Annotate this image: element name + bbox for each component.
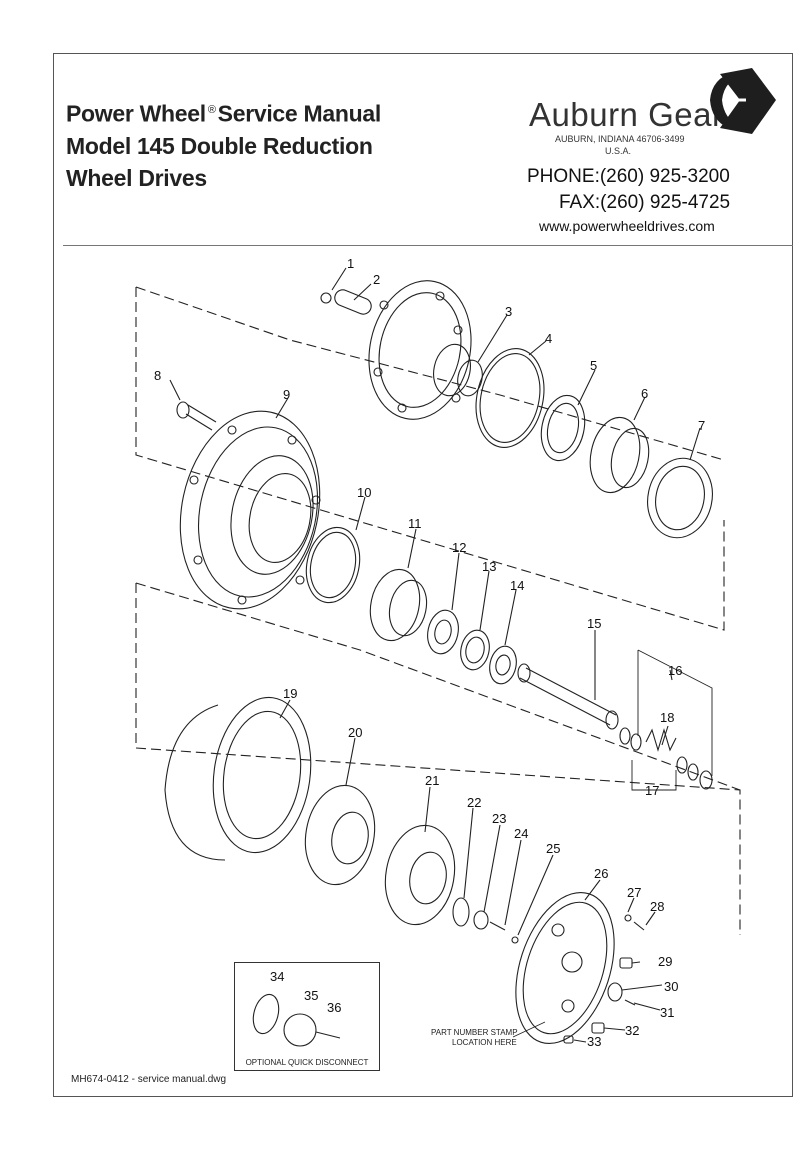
part-3-spindle-flange <box>368 280 472 420</box>
assembly-line-upper <box>135 287 725 631</box>
header-divider <box>63 245 793 246</box>
part-number-33: 33 <box>587 1034 601 1049</box>
part-25-ring <box>511 936 519 944</box>
part-28-bolt <box>633 921 645 931</box>
brand-country: U.S.A. <box>605 146 632 156</box>
part-34-cap <box>252 993 280 1035</box>
part-number-27: 27 <box>627 885 641 900</box>
part-number-34: 34 <box>270 969 284 984</box>
part-number-15: 15 <box>587 616 601 631</box>
part-24-pin <box>489 921 506 931</box>
part-number-9: 9 <box>283 387 290 402</box>
part-number-21: 21 <box>425 773 439 788</box>
website-link[interactable]: www.powerwheeldrives.com <box>539 218 715 234</box>
part-30-disc <box>607 982 623 1002</box>
brand-logo-icon <box>710 68 776 134</box>
part-number-36: 36 <box>327 1000 341 1015</box>
part-20-carrier <box>304 784 376 886</box>
part-33-plug <box>563 1035 574 1044</box>
part-number-10: 10 <box>357 485 371 500</box>
quick-disconnect-inset: OPTIONAL QUICK DISCONNECT <box>234 962 380 1071</box>
part-31-bolt <box>624 999 636 1006</box>
part-6-bearing-cone <box>589 416 641 494</box>
part-29-plug <box>619 957 633 969</box>
part-10-bearing-cup <box>305 526 361 604</box>
part-23-nut <box>473 910 489 930</box>
brand-name: Auburn Gear <box>529 96 724 133</box>
inset-label: OPTIONAL QUICK DISCONNECT <box>245 1058 369 1067</box>
part-number-7: 7 <box>698 418 705 433</box>
part-27-oring <box>624 914 632 922</box>
part-21-carrier <box>384 824 456 926</box>
part-22-gear <box>452 897 470 927</box>
stamp-note-line2: LOCATION HERE <box>452 1038 517 1047</box>
part-number-8: 8 <box>154 368 161 383</box>
part-number-24: 24 <box>514 826 528 841</box>
part-number-16: 16 <box>668 663 682 678</box>
part-32-plug <box>591 1022 605 1034</box>
part-number-18: 18 <box>660 710 674 725</box>
part-number-4: 4 <box>545 331 552 346</box>
drawing-reference: MH674-0412 - service manual.dwg <box>71 1074 227 1085</box>
part-17-ring <box>619 727 631 745</box>
registered-mark: ® <box>207 104 216 116</box>
part-35-disconnect <box>283 1013 317 1047</box>
part-36-bolt <box>315 1031 341 1039</box>
part-18-spring <box>645 728 677 752</box>
fax-number: FAX:(260) 925-4725 <box>559 192 731 213</box>
part-number-20: 20 <box>348 725 362 740</box>
part-number-11: 11 <box>408 516 422 531</box>
manual-title: Power Wheel®Service Manual Model 145 Dou… <box>66 100 381 191</box>
part-13-gear <box>460 629 490 671</box>
part-number-1: 1 <box>347 256 354 271</box>
part-number-6: 6 <box>641 386 648 401</box>
part-7-bearing-cup <box>647 457 713 539</box>
part-4-seal <box>475 348 545 448</box>
part-number-31: 31 <box>660 1005 674 1020</box>
part-number-14: 14 <box>510 578 524 593</box>
assembly-line-lower <box>135 583 741 935</box>
part-5-lip-seal <box>540 394 586 462</box>
part-number-5: 5 <box>590 358 597 373</box>
part-number-12: 12 <box>452 540 466 555</box>
part-number-17: 17 <box>645 783 659 798</box>
part-number-2: 2 <box>373 272 380 287</box>
stamp-note-line1: PART NUMBER STAMP <box>431 1028 518 1037</box>
part-number-28: 28 <box>650 899 664 914</box>
part-number-23: 23 <box>492 811 506 826</box>
part-12-washer <box>427 609 459 655</box>
part-9-hub <box>179 410 321 610</box>
part-1-ring <box>320 292 332 304</box>
part-11-bearing-cone <box>369 568 421 642</box>
brand-address: AUBURN, INDIANA 46706-3499 <box>555 134 685 144</box>
part-14-spacer <box>489 645 517 685</box>
page-frame <box>53 53 793 1097</box>
part-2-pin <box>334 289 372 315</box>
part-number-3: 3 <box>505 304 512 319</box>
part-number-32: 32 <box>625 1023 639 1038</box>
part-number-22: 22 <box>467 795 481 810</box>
part-number-35: 35 <box>304 988 318 1003</box>
part-number-13: 13 <box>482 559 496 574</box>
phone-number: PHONE:(260) 925-3200 <box>527 166 730 187</box>
part-8-stud <box>176 401 190 419</box>
part-number-29: 29 <box>658 954 672 969</box>
part-16-ring <box>699 770 713 790</box>
part-19-ring-gear <box>164 704 226 861</box>
part-number-30: 30 <box>664 979 678 994</box>
part-number-19: 19 <box>283 686 297 701</box>
part-15-shaft <box>519 667 617 726</box>
part-number-26: 26 <box>594 866 608 881</box>
part-number-25: 25 <box>546 841 560 856</box>
